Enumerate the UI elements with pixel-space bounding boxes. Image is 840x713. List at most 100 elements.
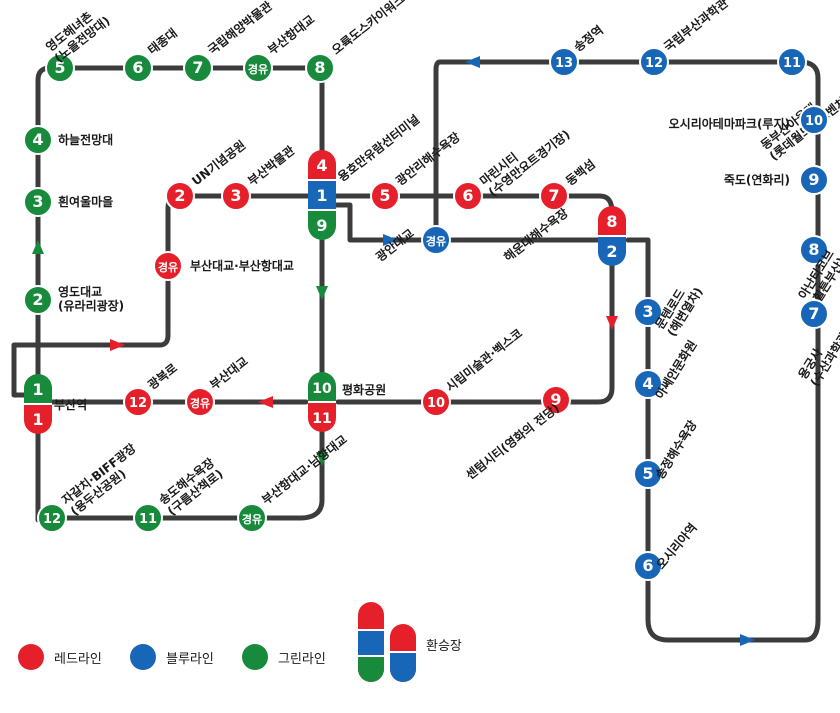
transfer-station-r4-b1-g9[interactable]: 419 [308, 150, 336, 240]
station-number: 3 [642, 302, 653, 321]
station-name: 송도해수욕장(구름산책로) [156, 455, 226, 519]
station-marker [23, 125, 53, 155]
station-number: 경유 [158, 260, 178, 274]
station-number: 12 [43, 512, 61, 527]
station-name: 부산박물관 [245, 143, 298, 189]
station-name: 센텀시티(영화의 전당) [463, 400, 562, 482]
station-name: 영도해녀촌(노을전망대) [43, 9, 113, 66]
station-number: 11 [783, 56, 801, 71]
arrow-icon [110, 339, 125, 351]
station-number: 4 [32, 130, 43, 149]
station-b9b[interactable]: 9 [799, 165, 829, 195]
station-number: 1 [32, 380, 43, 399]
svg-text:동백섬: 동백섬 [563, 156, 598, 188]
svg-text:UN기념공원: UN기념공원 [189, 137, 249, 188]
svg-text:센텀시티(영화의 전당): 센텀시티(영화의 전당) [463, 400, 562, 482]
station-marker [421, 387, 451, 417]
arrow-icon [606, 316, 618, 330]
station-marker [541, 385, 571, 415]
station-marker [165, 181, 195, 211]
station-name: 시립미술관·벡스코 [443, 325, 525, 394]
station-marker [237, 503, 267, 533]
station-number: 9 [550, 390, 561, 409]
station-name: 하늘전망대 [58, 132, 113, 147]
legend: 레드라인 블루라인 그린라인 환승장 [18, 600, 518, 700]
arrow-icon [32, 240, 44, 254]
svg-text:오시리아테마파크(루지): 오시리아테마파크(루지) [669, 116, 790, 131]
station-name: 광복로 [145, 360, 180, 392]
station-marker [539, 181, 569, 211]
station-marker [633, 459, 663, 489]
station-number: 5 [379, 186, 390, 205]
svg-text:부산항대교: 부산항대교 [265, 12, 318, 58]
svg-text:자갈치·BIFF광장(용두산공원): 자갈치·BIFF광장(용두산공원) [59, 440, 148, 518]
svg-text:태종대: 태종대 [145, 25, 180, 57]
transfer-station-r8-b2[interactable]: 82 [598, 206, 626, 266]
station-marker [421, 225, 451, 255]
station-marker [23, 285, 53, 315]
station-marker [243, 53, 273, 83]
station-number: 3 [230, 186, 241, 205]
arrow-icon [465, 56, 480, 68]
station-g4[interactable]: 4 하늘전망대 [23, 125, 113, 155]
legend-green-label: 그린라인 [278, 651, 326, 667]
station-number: 7 [548, 186, 559, 205]
station-marker [799, 105, 829, 135]
station-marker [799, 165, 829, 195]
transfer-station-g1-r1[interactable]: 11 [24, 374, 52, 434]
green-line-icon [242, 644, 268, 670]
red-route-track-c [335, 242, 615, 405]
station-number: 8 [606, 212, 617, 231]
station-name: 영도대교(유라리광장) [58, 284, 124, 313]
station-name: 해운대해수욕장 [501, 205, 571, 264]
svg-text:국립해양박물관: 국립해양박물관 [205, 0, 275, 57]
legend-red: 레드라인 [18, 644, 102, 670]
station-number: 경유 [242, 512, 262, 526]
svg-text:부산대교: 부산대교 [207, 353, 251, 392]
transfer-icon [358, 602, 416, 682]
svg-text:송정역: 송정역 [571, 22, 606, 54]
legend-green: 그린라인 [242, 644, 326, 670]
station-name: 흰여울마을 [58, 194, 113, 209]
svg-text:오륙도스카이워크: 오륙도스카이워크 [329, 0, 408, 57]
station-number: 1 [316, 186, 327, 205]
svg-text:아쎄안문화원: 아쎄안문화원 [652, 337, 700, 401]
legend-red-label: 레드라인 [54, 651, 102, 667]
station-number: 10 [427, 396, 445, 411]
station-name: 국립부산과학관 [661, 0, 731, 54]
svg-text:광안대교: 광안대교 [373, 225, 417, 264]
station-marker [799, 235, 829, 265]
blue-route-track-b [433, 59, 821, 643]
station-name: 자갈치·BIFF광장(용두산공원) [59, 440, 148, 518]
station-name: 아쎄안문화원 [652, 337, 700, 401]
station-name: 부산항대교 [265, 12, 318, 58]
transfer-segment [308, 372, 336, 402]
station-name: 평화공원 [342, 382, 386, 397]
station-number: 4 [642, 374, 653, 393]
svg-text:흰여울마을: 흰여울마을 [58, 194, 113, 209]
station-marker [639, 47, 669, 77]
station-number: 6 [132, 58, 143, 77]
station-marker [153, 251, 183, 281]
station-marker [185, 387, 215, 417]
